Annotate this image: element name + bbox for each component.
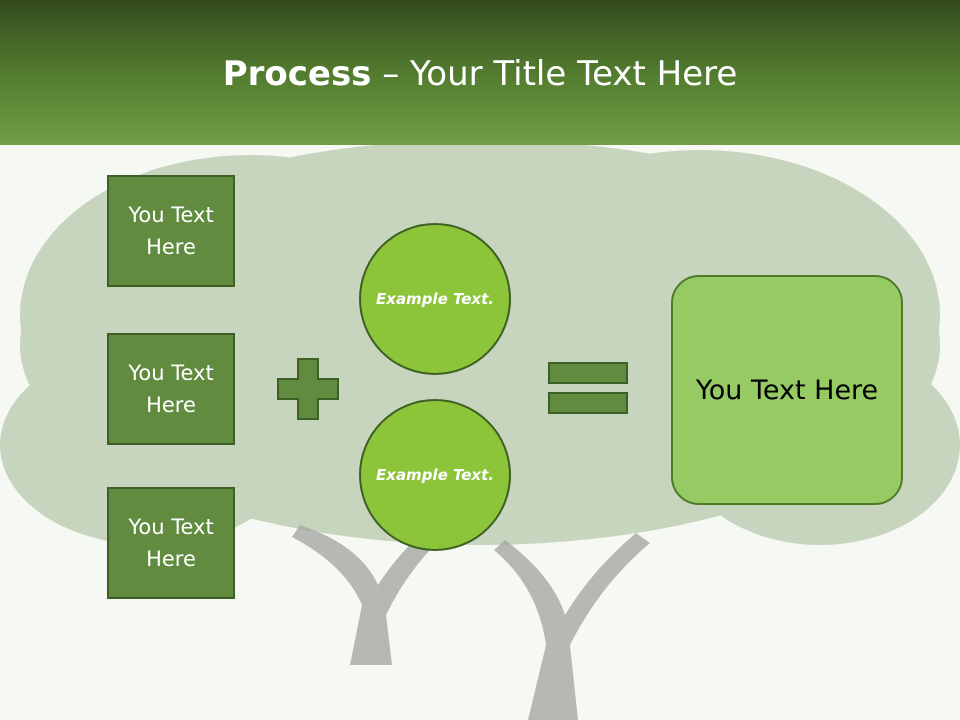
- plus-icon: [277, 358, 339, 420]
- input-box-1: You Text Here: [107, 175, 235, 287]
- title-bold-part: Process: [222, 54, 372, 94]
- equals-icon: [548, 362, 628, 414]
- title-banner: [0, 0, 960, 145]
- example-circle-1: Example Text.: [359, 223, 511, 375]
- input-box-3: You Text Here: [107, 487, 235, 599]
- example-circle-2: Example Text.: [359, 399, 511, 551]
- slide-title: Process – Your Title Text Here: [0, 52, 960, 96]
- result-box: You Text Here: [671, 275, 903, 505]
- title-rest-part: – Your Title Text Here: [371, 54, 738, 94]
- input-box-2: You Text Here: [107, 333, 235, 445]
